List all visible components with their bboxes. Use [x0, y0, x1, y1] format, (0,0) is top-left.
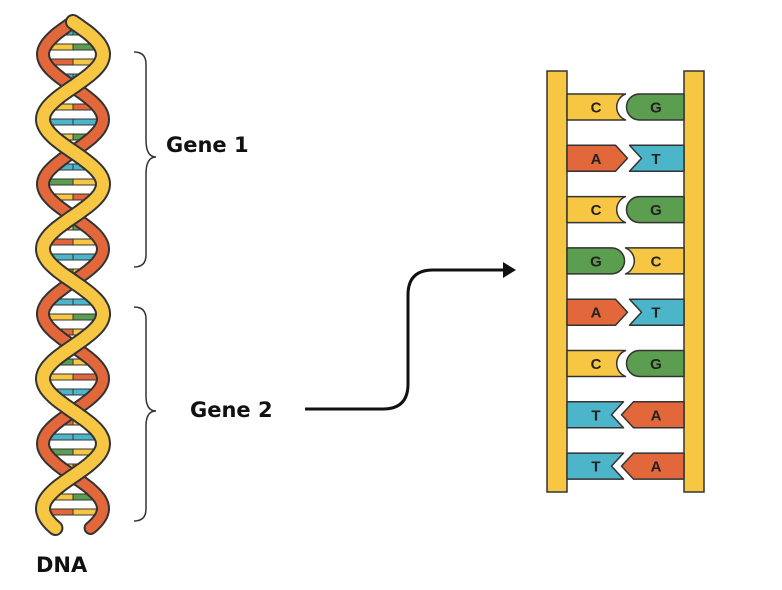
base-left-shape — [566, 452, 625, 480]
ladder-backbone-right — [683, 70, 705, 493]
base-left-shape — [566, 247, 626, 275]
zoom-arrow-head — [503, 262, 516, 278]
gene1-brace — [133, 51, 157, 268]
base-right-shape — [625, 349, 685, 378]
base-right-shape — [628, 298, 685, 326]
ladder-backbone-left — [546, 70, 568, 493]
gene2-brace — [133, 306, 157, 522]
base-left-letter: A — [591, 305, 602, 322]
base-right-letter: C — [651, 253, 662, 270]
base-right-shape — [624, 247, 685, 275]
gene1-label: Gene 1 — [166, 133, 249, 157]
base-right-shape — [620, 401, 685, 429]
base-left-letter: T — [591, 459, 600, 476]
helix-strand-front-fill — [36, 16, 110, 534]
base-right-letter: T — [651, 151, 660, 168]
base-left-shape — [566, 144, 629, 173]
base-left-letter: C — [591, 356, 602, 373]
base-left-letter: A — [591, 151, 602, 168]
base-right-letter: G — [650, 356, 662, 373]
gene2-label: Gene 2 — [190, 398, 273, 422]
base-left-letter: C — [591, 202, 602, 219]
zoom-arrow — [305, 268, 505, 411]
base-left-letter: C — [591, 100, 602, 117]
base-left-shape — [566, 349, 627, 378]
base-left-shape — [566, 401, 625, 429]
helix-strand-back-fill — [37, 17, 109, 533]
base-right-shape — [625, 195, 685, 224]
base-left-shape — [566, 93, 627, 121]
base-left-shape — [566, 298, 629, 326]
dna-double-helix — [34, 14, 112, 536]
base-right-shape — [628, 144, 685, 173]
base-left-letter: G — [590, 253, 602, 270]
base-right-shape — [620, 452, 685, 480]
base-left-letter: T — [591, 407, 600, 424]
dna-label: DNA — [36, 553, 88, 577]
base-right-shape — [625, 93, 685, 121]
base-right-letter: A — [651, 459, 662, 476]
base-right-letter: T — [651, 305, 660, 322]
base-left-shape — [566, 195, 627, 224]
base-right-letter: A — [651, 407, 662, 424]
base-right-letter: G — [650, 202, 662, 219]
base-right-letter: G — [650, 100, 662, 117]
